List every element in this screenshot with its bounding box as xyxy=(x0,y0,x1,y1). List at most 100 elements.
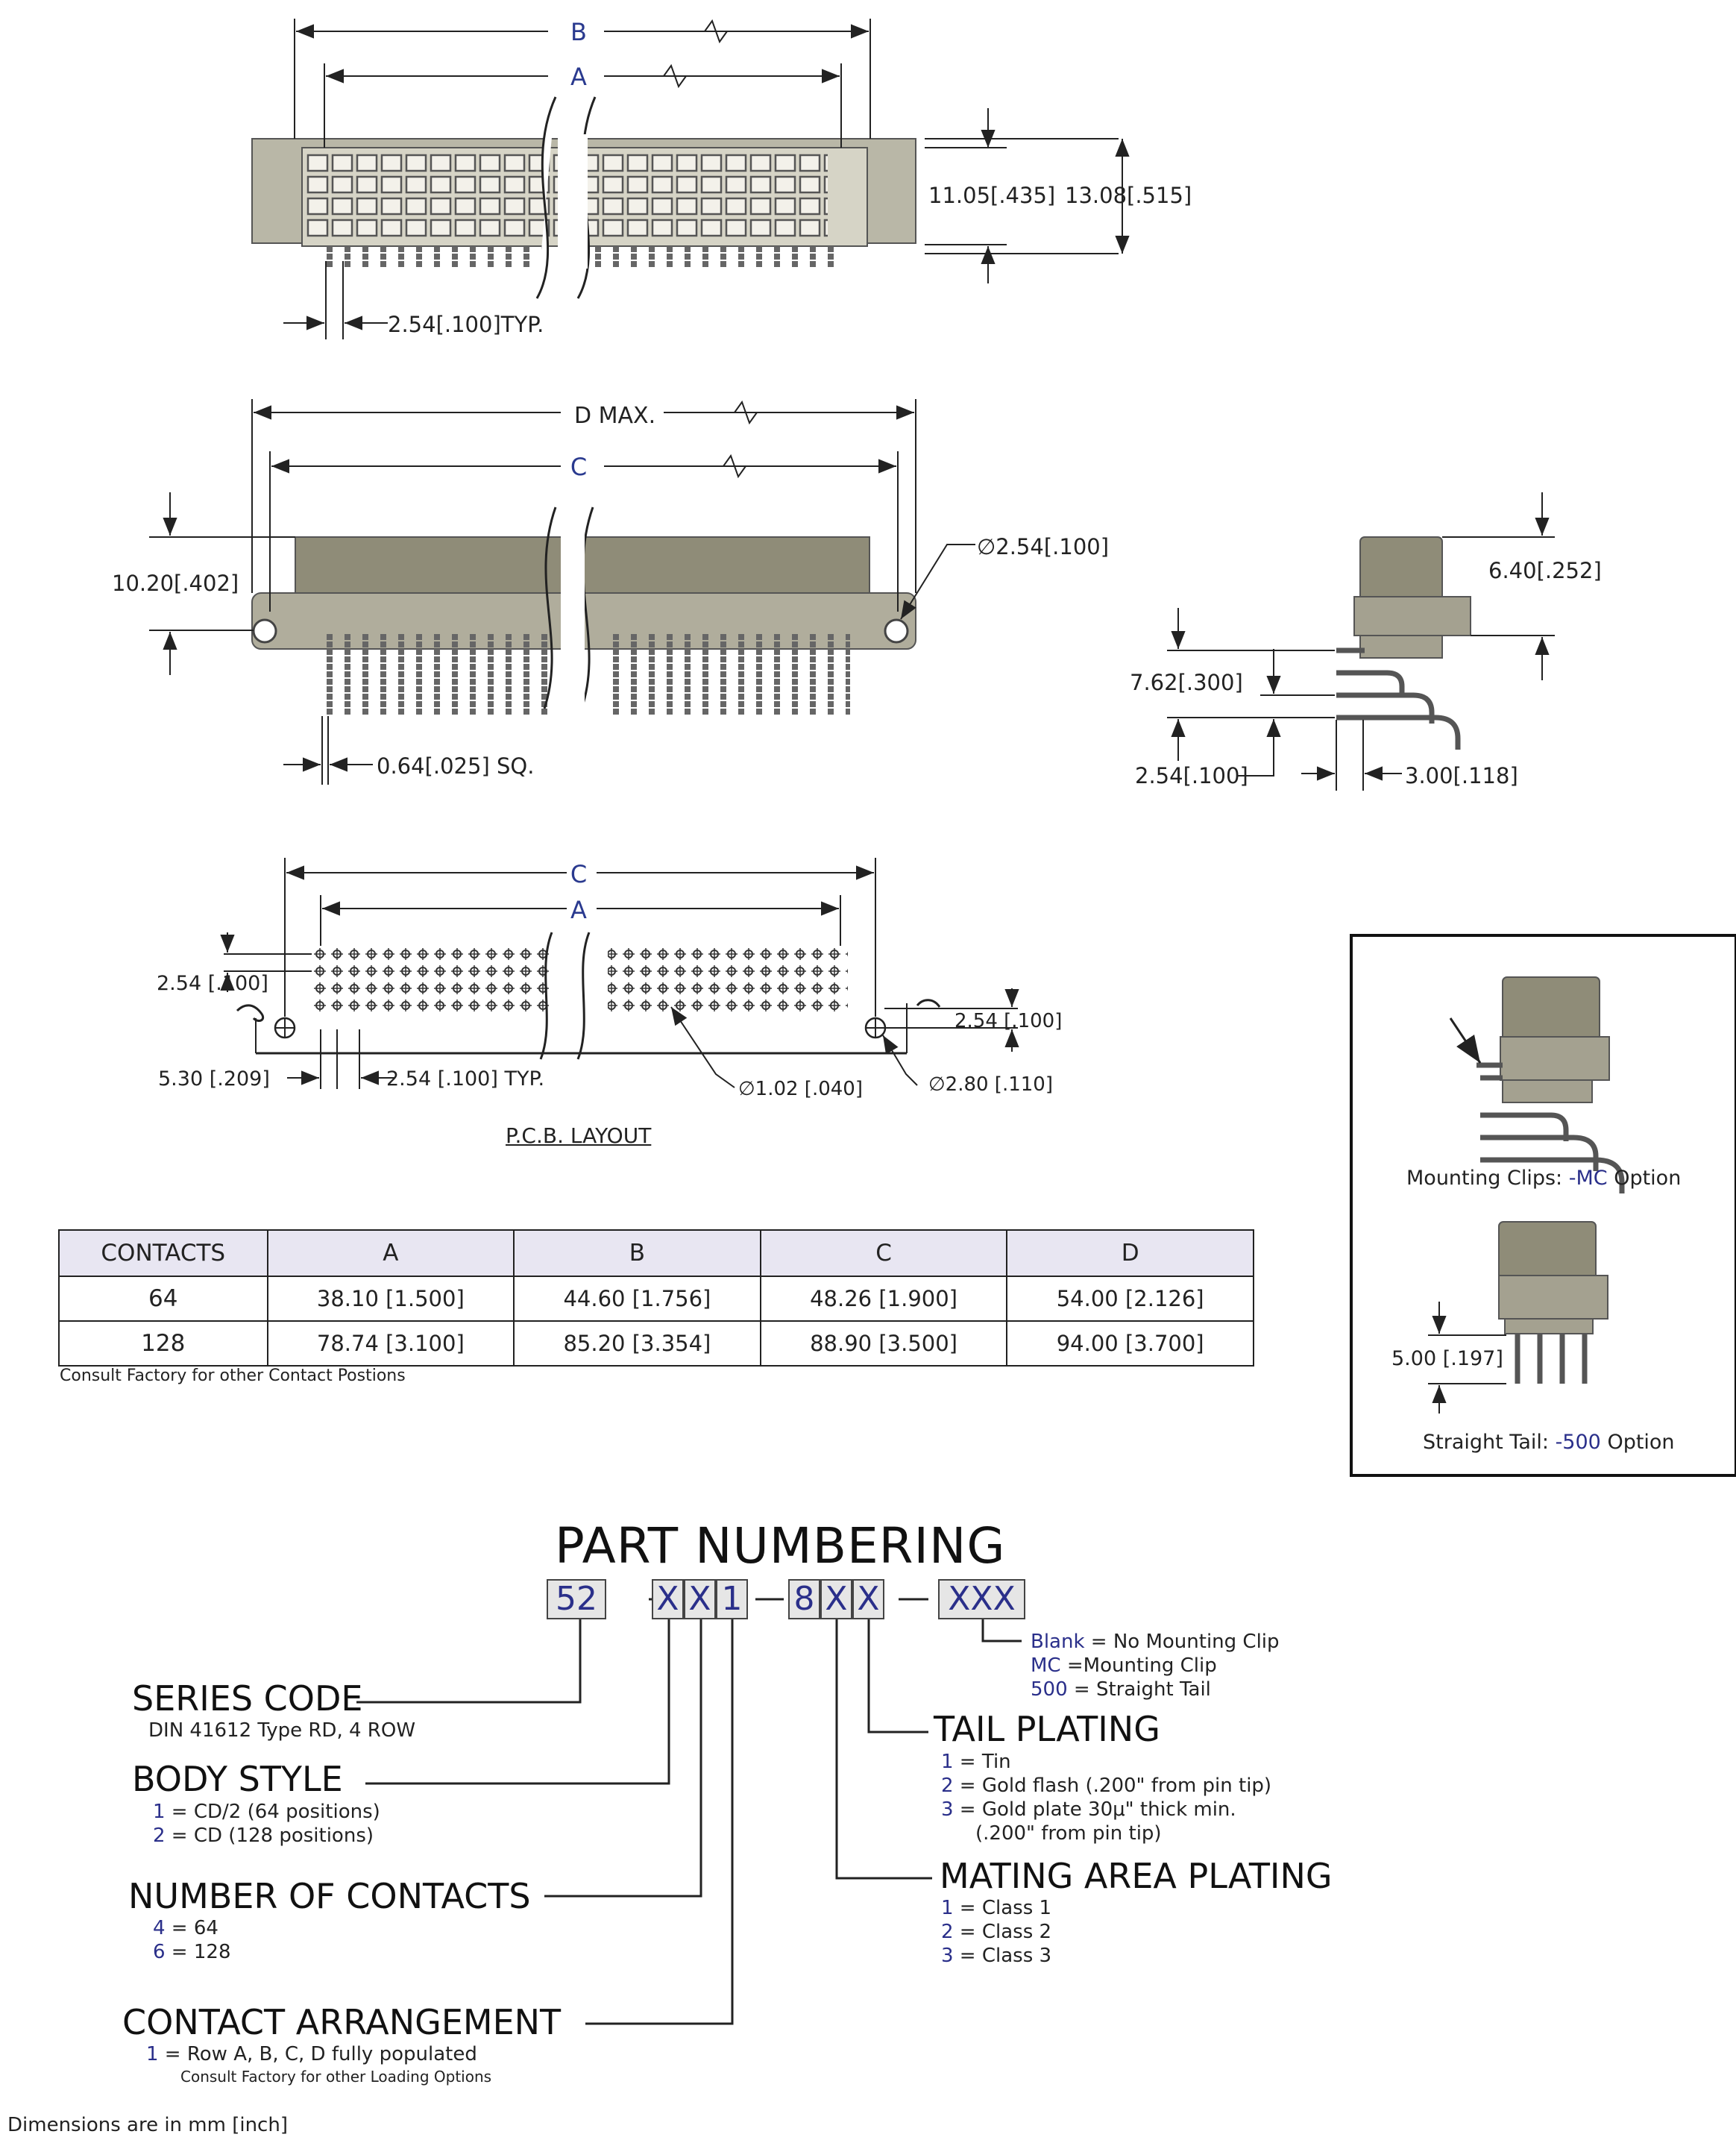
code: 2 xyxy=(941,1775,954,1797)
table-header-cell: A xyxy=(266,1229,515,1277)
code: 1 xyxy=(146,2043,159,2065)
pcb-row-pitch: 2.54 [.100] xyxy=(157,972,268,995)
end-row-pitch: 2.54[.100] xyxy=(1135,763,1248,788)
options-drawings xyxy=(1428,976,1625,1414)
code: 500 xyxy=(1031,1678,1068,1701)
table-cell: 38.10 [1.500] xyxy=(266,1276,515,1322)
body-style-title: BODY STYLE xyxy=(132,1759,343,1799)
table-cell: 78.74 [3.100] xyxy=(266,1320,515,1367)
options-box xyxy=(1350,934,1736,1477)
pn-box-mating: X xyxy=(820,1579,852,1619)
table-cell: 64 xyxy=(58,1276,268,1322)
side-view-labels: D MAX. C 10.20[.402] ∅2.54[.100] 0.64[.0… xyxy=(112,403,1109,779)
contact-arrangement-title: CONTACT ARRANGEMENT xyxy=(122,2002,562,2042)
table-cell: 44.60 [1.756] xyxy=(513,1276,761,1322)
series-code-title: SERIES CODE xyxy=(132,1678,363,1719)
pn-box-8: 8 xyxy=(788,1579,820,1619)
side-dim-c: C xyxy=(570,453,587,481)
mating-item: 3 = Class 3 xyxy=(941,1945,1051,1967)
table-cell: 94.00 [3.700] xyxy=(1006,1320,1254,1367)
front-view xyxy=(251,19,1130,339)
code: 3 xyxy=(941,1798,954,1821)
end-offset: 3.00[.118] xyxy=(1405,763,1518,788)
table-cell: 128 xyxy=(58,1320,268,1367)
mounting-item: 500 = Straight Tail xyxy=(1031,1678,1211,1701)
pcb-edge: 5.30 [.209] xyxy=(158,1067,270,1091)
pn-box-contacts: X xyxy=(684,1579,716,1619)
number-of-contacts-title: NUMBER OF CONTACTS xyxy=(128,1876,531,1916)
table-row: 64 38.10 [1.500] 44.60 [1.756] 48.26 [1.… xyxy=(58,1276,1254,1322)
table-cell: 85.20 [3.354] xyxy=(513,1320,761,1367)
text: = Straight Tail xyxy=(1067,1678,1211,1701)
end-view xyxy=(1167,492,1555,791)
pn-box-arrangement: 1 xyxy=(716,1579,748,1619)
table-header-cell: C xyxy=(759,1229,1008,1277)
text: = Row A, B, C, D fully populated xyxy=(158,2043,477,2065)
front-height-2: 13.08[.515] xyxy=(1065,183,1192,208)
code: 1 xyxy=(941,1897,954,1919)
side-view xyxy=(149,399,975,785)
arrangement-note: Consult Factory for other Loading Option… xyxy=(180,2068,492,2086)
mounting-item: MC =Mounting Clip xyxy=(1031,1654,1217,1677)
text: = Class 3 xyxy=(953,1945,1052,1967)
mating-item: 1 = Class 1 xyxy=(941,1897,1051,1919)
front-height-1: 11.05[.435] xyxy=(928,183,1055,208)
mc-prefix: Mounting Clips: xyxy=(1406,1167,1563,1190)
series-code-desc: DIN 41612 Type RD, 4 ROW xyxy=(148,1719,416,1742)
pn-box-body: X xyxy=(652,1579,684,1619)
st-prefix: Straight Tail: xyxy=(1423,1431,1549,1454)
table-cell: 48.26 [1.900] xyxy=(759,1276,1008,1322)
end-view-labels: 6.40[.252] 7.62[.300] 2.54[.100] 3.00[.1… xyxy=(1130,558,1602,788)
code: 4 xyxy=(153,1917,166,1939)
text: =Mounting Clip xyxy=(1060,1654,1217,1677)
mating-item: 2 = Class 2 xyxy=(941,1921,1051,1943)
contacts-item: 6 = 128 xyxy=(153,1941,231,1963)
mating-area-plating-title: MATING AREA PLATING xyxy=(940,1856,1333,1896)
st-suffix: Option xyxy=(1607,1431,1675,1454)
table-row: 128 78.74 [3.100] 85.20 [3.354] 88.90 [3… xyxy=(58,1320,1254,1367)
end-height: 6.40[.252] xyxy=(1488,558,1602,583)
part-numbering-title: PART NUMBERING xyxy=(555,1517,1006,1575)
tail-dim: 5.00 [.197] xyxy=(1391,1347,1503,1370)
pcb-layout xyxy=(220,858,1019,1089)
table-header-cell: B xyxy=(513,1229,761,1277)
pcb-dim-c: C xyxy=(570,860,587,888)
arrangement-item: 1 = Row A, B, C, D fully populated xyxy=(146,2043,477,2065)
front-dim-b: B xyxy=(570,18,587,46)
tail-plating-item: 2 = Gold flash (.200" from pin tip) xyxy=(941,1775,1271,1797)
body-style-item: 2 = CD (128 positions) xyxy=(153,1825,374,1847)
table-header-cell: CONTACTS xyxy=(58,1229,268,1277)
tail-plating-item: 3 = Gold plate 30μ" thick min. xyxy=(941,1798,1236,1821)
table-header-cell: D xyxy=(1006,1229,1254,1277)
code: 2 xyxy=(153,1825,166,1847)
mc-suffix: Option xyxy=(1614,1167,1682,1190)
table-header-row: CONTACTS A B C D xyxy=(58,1229,1254,1277)
text: = 64 xyxy=(165,1917,218,1939)
dimensions-note: Dimensions are in mm [inch] xyxy=(7,2114,288,2136)
mounting-item: Blank = No Mounting Clip xyxy=(1031,1631,1280,1653)
code: 6 xyxy=(153,1941,166,1963)
side-height: 10.20[.402] xyxy=(112,571,239,596)
body-style-item: 1 = CD/2 (64 positions) xyxy=(153,1801,380,1823)
text: = Gold plate 30μ" thick min. xyxy=(953,1798,1236,1821)
code: MC xyxy=(1031,1654,1061,1677)
pcb-hole-offset: 2.54 [.100] xyxy=(955,1010,1062,1032)
code: 2 xyxy=(941,1921,954,1943)
st-option-caption: Straight Tail: -500 Option xyxy=(1423,1431,1675,1454)
contacts-note: Consult Factory for other Contact Postio… xyxy=(60,1367,406,1385)
st-code: -500 xyxy=(1555,1431,1601,1454)
pcb-dim-a: A xyxy=(570,896,587,924)
pn-box-tail: X xyxy=(852,1579,884,1619)
pcb-layout-title: P.C.B. LAYOUT xyxy=(506,1123,652,1148)
tail-plating-cont: (.200" from pin tip) xyxy=(975,1822,1162,1845)
pcb-layout-labels: C A 2.54 [.100] 2.54 [.100] 5.30 [.209] … xyxy=(157,860,1062,1100)
text: = Gold flash (.200" from pin tip) xyxy=(953,1775,1272,1797)
pcb-hole-small: ∅1.02 [.040] xyxy=(738,1078,863,1100)
contacts-item: 4 = 64 xyxy=(153,1917,218,1939)
code: 1 xyxy=(941,1751,954,1773)
text: = CD (128 positions) xyxy=(165,1825,374,1847)
code: 3 xyxy=(941,1945,954,1967)
mc-code: -MC xyxy=(1568,1167,1608,1190)
tail-plating-item: 1 = Tin xyxy=(941,1751,1011,1773)
